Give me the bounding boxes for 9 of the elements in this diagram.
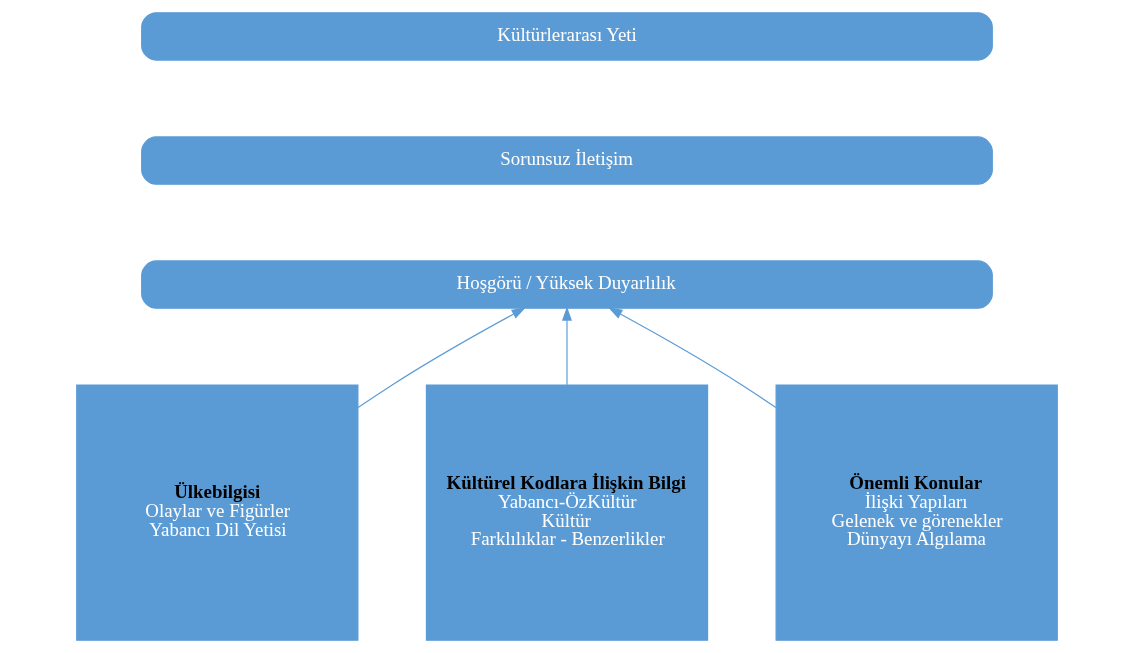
- node-box: Kültürlerarası Yeti: [141, 12, 993, 61]
- node-box: Sorunsuz İletişim: [141, 136, 993, 185]
- node-box: Kültürel Kodlara İlişkin Bilgi Yabancı-ÖzKültür Kültür Farklılıklar - Benzerlikler: [425, 384, 709, 641]
- arrow: [357, 307, 526, 409]
- node-box: Ülkebilgisi Olaylar ve Figürler Yabancı Dil Yetisi: [76, 384, 359, 641]
- arrow: [608, 307, 777, 409]
- node-box: Hoşgörü / Yüksek Duyarlılık: [141, 260, 993, 309]
- node-box: Önemli Konular İlişki Yapıları Gelenek ve görenekler Dünyayı Algılama: [775, 384, 1058, 641]
- arrow: [562, 306, 572, 386]
